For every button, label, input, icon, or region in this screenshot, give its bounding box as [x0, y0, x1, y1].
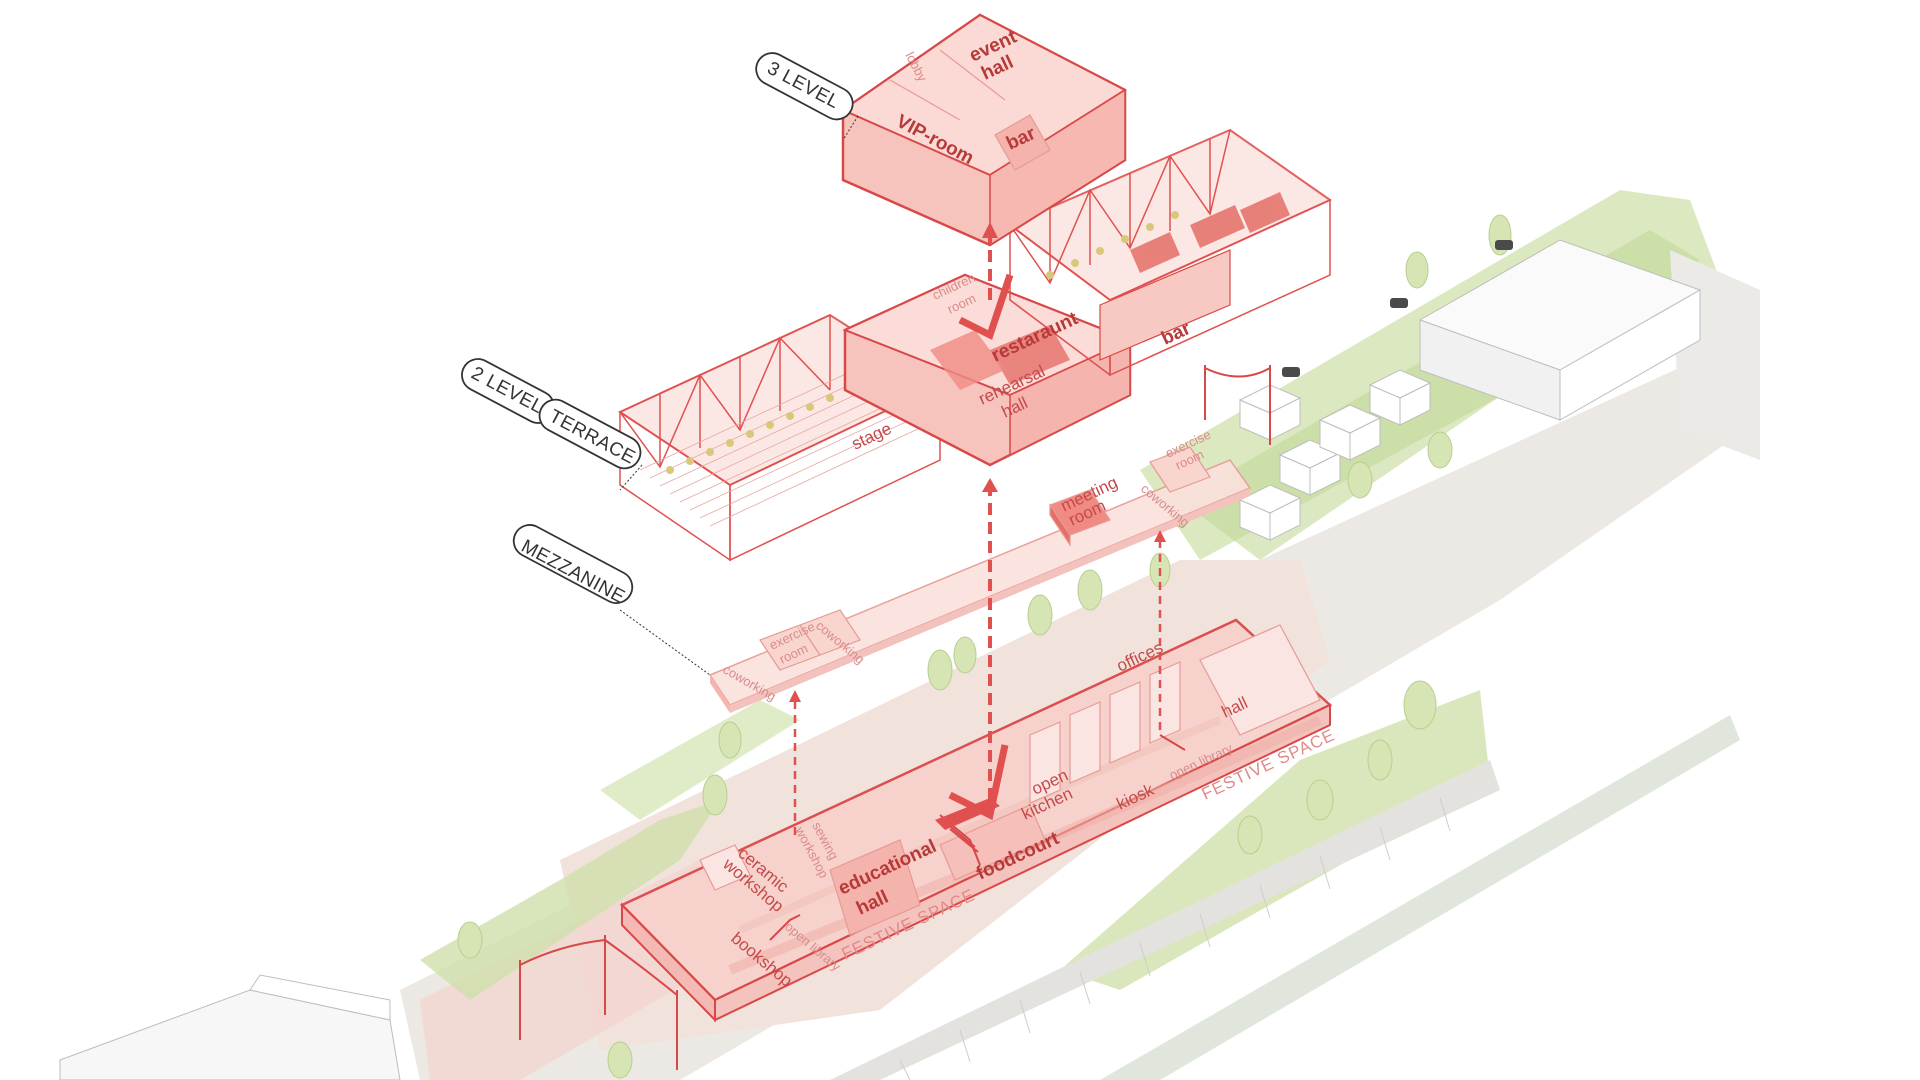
tag-mezzanine: MEZZANINE: [512, 524, 711, 676]
neighbour-buildings: [59, 239, 1702, 1080]
festive-flags: [519, 365, 1271, 1070]
vertical-circulation: [789, 222, 1166, 835]
level-3: [840, 13, 1128, 247]
parked-cars: [1282, 240, 1513, 377]
level-2-terrace: [617, 128, 1333, 562]
